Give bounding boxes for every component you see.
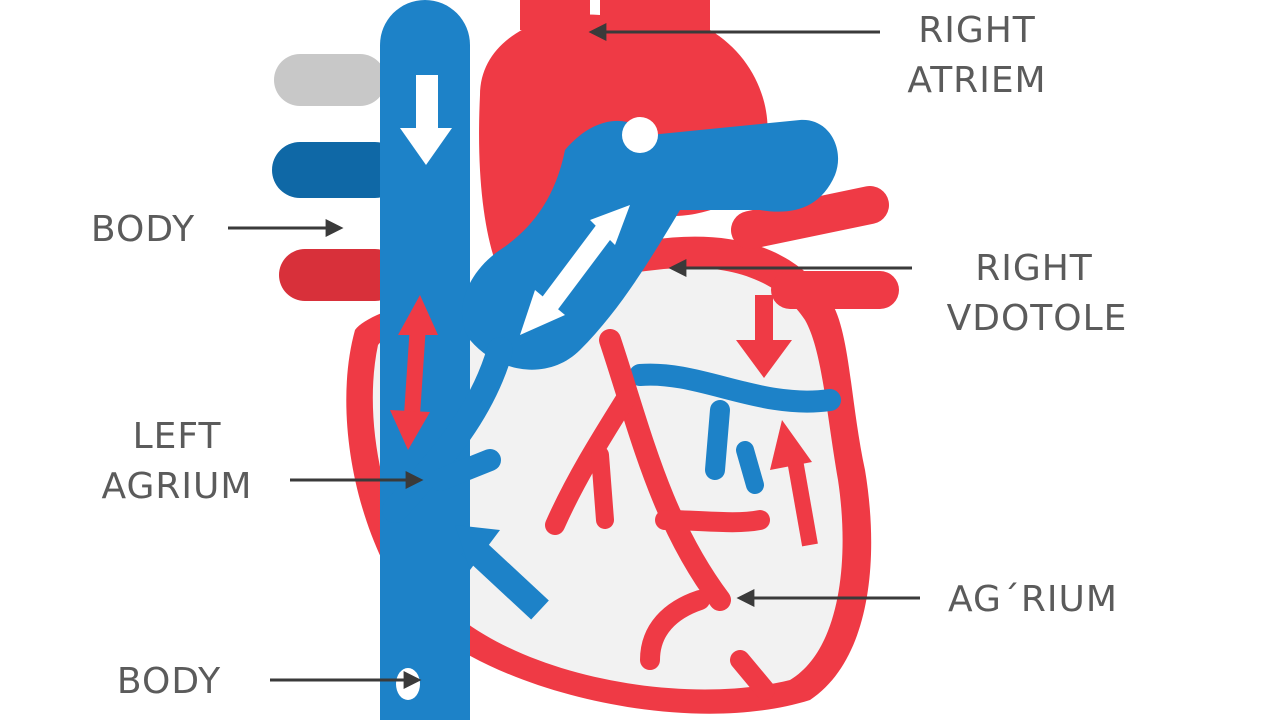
red-double-arrow-left xyxy=(390,295,438,450)
white-double-arrow xyxy=(520,205,630,335)
aorta-arch-top xyxy=(520,0,590,30)
label-left-agrium-line2: AGRIUM xyxy=(102,466,253,507)
label-agrium: AG´RIUM xyxy=(948,579,1118,620)
red-coronary-e xyxy=(730,650,775,700)
red-coronary-a xyxy=(545,390,635,535)
red-arrow-up-right xyxy=(770,420,818,547)
blue-branch-right-2 xyxy=(705,400,730,480)
label-left-agrium-line1: LEFT xyxy=(133,416,222,457)
label-right-atriem-line1: RIGHT xyxy=(918,10,1036,51)
red-arrow-down-right xyxy=(736,295,792,378)
blue-branch-bottom xyxy=(461,535,549,620)
right-artery-upper xyxy=(731,186,889,249)
red-coronary-c xyxy=(655,510,770,533)
red-coronary-d xyxy=(640,590,710,670)
blue-branch-left xyxy=(382,337,513,523)
white-arrow-down xyxy=(400,75,452,165)
label-right-vdotole-line1: RIGHT xyxy=(975,248,1093,289)
red-coronary-b xyxy=(591,446,614,529)
blue-branch-left-2 xyxy=(429,449,501,491)
red-coronary-main xyxy=(599,329,731,611)
blue-arrowhead-bottom xyxy=(455,525,500,570)
label-right-atriem-line2: ATRIEM xyxy=(907,60,1046,101)
label-right-vdotole-line2: VDOTOLE xyxy=(947,298,1128,339)
vena-cava-valve xyxy=(396,668,420,700)
label-body-bottom: BODY xyxy=(117,661,221,702)
blue-branch-right xyxy=(629,363,841,413)
blue-branch-right-3 xyxy=(736,441,764,494)
label-body-top: BODY xyxy=(91,209,195,250)
aortic-opening xyxy=(622,117,658,153)
